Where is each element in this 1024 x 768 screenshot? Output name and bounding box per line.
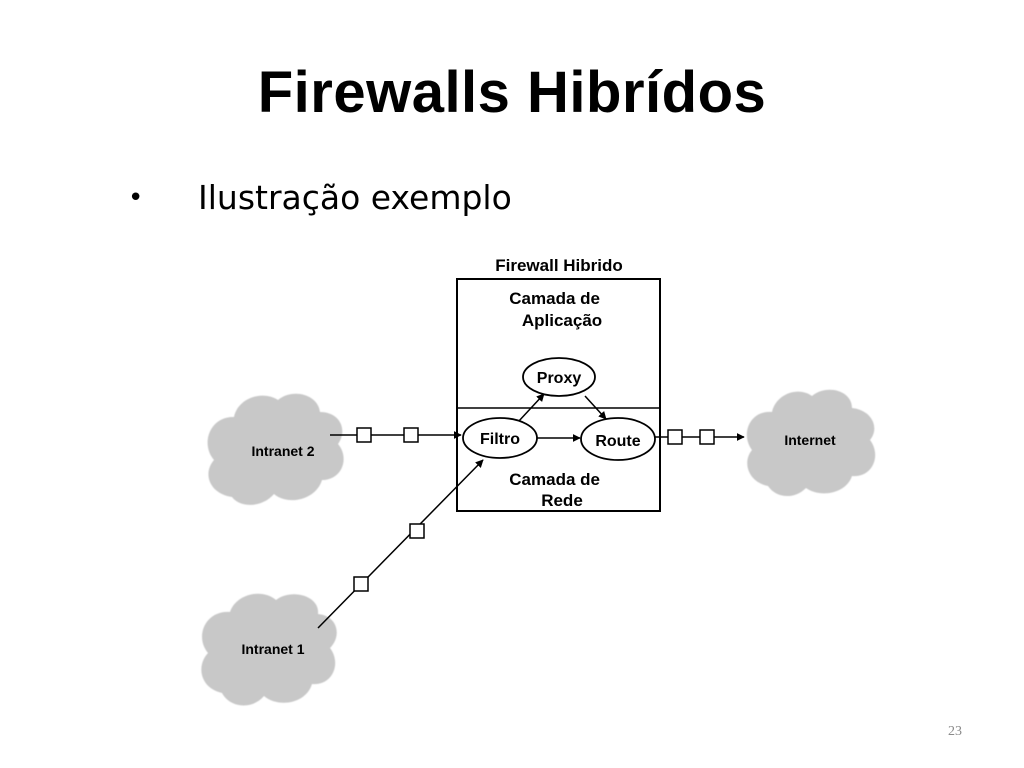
packet-icon [356, 427, 372, 443]
arrow-proxy-to-route [584, 395, 607, 420]
arrow-filtro-to-proxy [517, 393, 545, 423]
packet-icon [699, 429, 715, 445]
net-layer-line1: Camada de [509, 470, 600, 489]
slide-number: 23 [948, 724, 962, 739]
packet-icon [353, 576, 369, 592]
app-layer-label: Camada de Aplicação [509, 289, 604, 330]
node-proxy-label: Proxy [537, 370, 582, 387]
net-layer-label: Camada de Rede [509, 470, 604, 510]
app-layer-line2: Aplicação [522, 311, 602, 330]
node-filtro: Filtro [462, 417, 538, 459]
node-route: Route [580, 417, 656, 461]
node-proxy: Proxy [522, 357, 596, 397]
cloud-internet-label: Internet [784, 432, 836, 448]
cloud-intranet2: Intranet 2 [207, 393, 344, 505]
cloud-intranet2-label: Intranet 2 [251, 443, 314, 459]
link-intranet1-filtro [317, 459, 484, 629]
bullet-text: Ilustração exemplo [198, 178, 512, 217]
packet-icon [667, 429, 683, 445]
slide-title: Firewalls Hibrídos [257, 60, 767, 125]
packet-icon [403, 427, 419, 443]
app-layer-line1: Camada de [509, 289, 600, 308]
firewall-label: Firewall Hibrido [495, 256, 623, 275]
packet-icon [409, 523, 425, 539]
cloud-internet: Internet [746, 389, 876, 497]
net-layer-line2: Rede [541, 491, 583, 510]
bullet-marker: • [128, 183, 144, 213]
node-route-label: Route [595, 433, 640, 450]
cloud-intranet1: Intranet 1 [201, 593, 337, 706]
node-filtro-label: Filtro [480, 431, 520, 448]
cloud-intranet1-label: Intranet 1 [241, 641, 304, 657]
